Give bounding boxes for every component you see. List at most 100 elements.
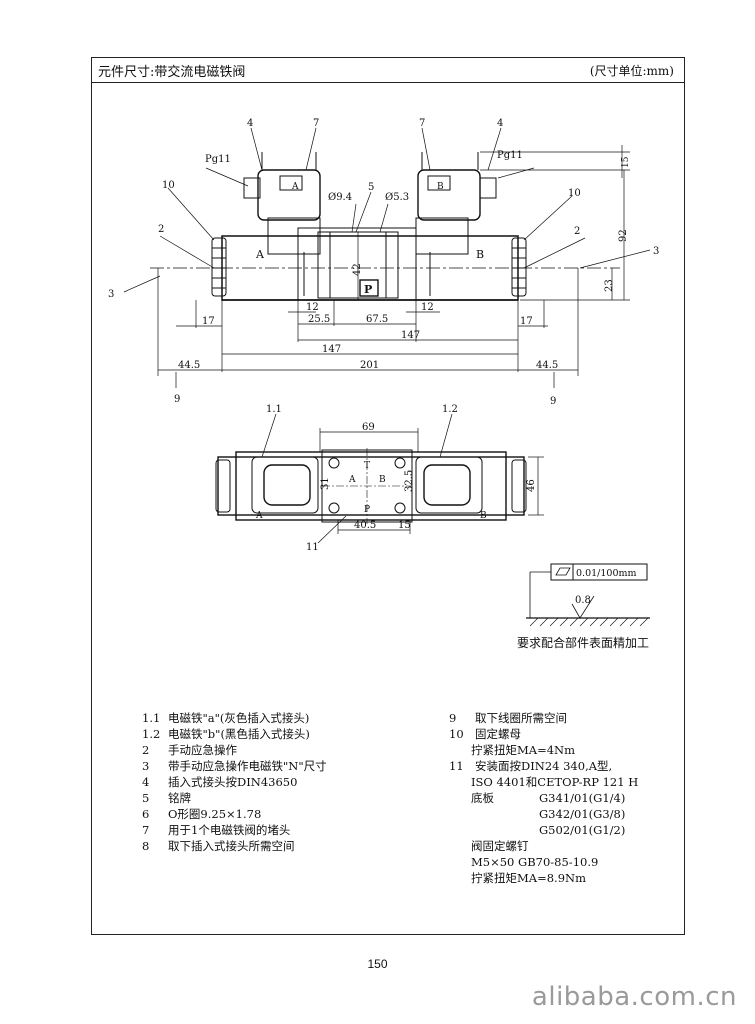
label-plan-a: A: [255, 511, 263, 521]
dim-12-right: 12: [421, 302, 434, 313]
dim-15: 15: [621, 156, 631, 168]
dim-44-5-right: 44.5: [536, 360, 558, 371]
plate-spec: G502/01(G1/2): [539, 823, 626, 837]
legend-num: 9: [449, 711, 457, 725]
label-4-right: 4: [497, 118, 503, 129]
label-7-left: 7: [313, 118, 319, 129]
dim-31: 31: [320, 477, 331, 490]
legend-num: 2: [142, 743, 150, 757]
label-10-right: 10: [568, 188, 581, 199]
dim-44-5-left: 44.5: [178, 360, 200, 371]
label-10-left: 10: [162, 180, 175, 191]
label-1-1: 1.1: [266, 404, 282, 415]
label-port-b-top: B: [476, 248, 484, 261]
dim-67-5: 67.5: [366, 314, 388, 325]
unit-note: (尺寸单位:mm): [589, 64, 674, 78]
screw-torque: 拧紧扭矩MA=8.9Nm: [471, 871, 586, 885]
dim-23: 23: [604, 279, 615, 292]
screw-label: 阀固定螺钉: [471, 839, 529, 853]
legend-item: 8 取下插入式接头所需空间: [142, 838, 327, 854]
dim-92: 92: [618, 229, 629, 242]
legend-text: 取下插入式接头所需空间: [168, 839, 295, 853]
label-nameplate-p: P: [364, 283, 372, 296]
valve-plan-view: [215, 448, 527, 524]
label-3-right: 3: [653, 246, 659, 257]
dim-17-right: 17: [520, 316, 533, 327]
legend-num: 3: [142, 759, 150, 773]
label-port-t: T: [364, 461, 370, 471]
label-port-a: A: [348, 475, 356, 485]
legend-text: 电磁铁"a"(灰色插入式接头): [168, 711, 310, 725]
legend-num: 5: [142, 791, 150, 805]
label-9-left: 9: [174, 394, 180, 405]
watermark: alibaba.com.cn: [531, 982, 737, 1012]
drawing-frame: 元件尺寸:带交流电磁铁阀 (尺寸单位:mm): [91, 57, 685, 935]
legend-item-10: 10 固定螺母: [449, 726, 638, 742]
legend-text: 固定螺母: [475, 727, 521, 741]
dim-147-lower: 147: [322, 344, 341, 355]
plate-label: 底板: [471, 791, 494, 805]
legend-item: 2 手动应急操作: [142, 742, 327, 758]
plate-spec: G342/01(G3/8): [539, 807, 626, 821]
label-4-left: 4: [247, 118, 253, 129]
legend-item: 5 铭牌: [142, 790, 327, 806]
screw-spec: M5×50 GB70-85-10.9: [471, 855, 599, 869]
label-7-right: 7: [419, 118, 425, 129]
legend-item-10-torque: 拧紧扭矩MA=4Nm: [471, 743, 575, 757]
label-9-right: 9: [550, 396, 556, 407]
dim-40-5: 40.5: [354, 520, 376, 531]
page-title: 元件尺寸:带交流电磁铁阀: [98, 65, 246, 80]
label-dia94: Ø9.4: [328, 192, 352, 203]
legend-item-11: 11 安装面按DIN24 340,A型,: [449, 758, 638, 774]
legend-num: 8: [142, 839, 150, 853]
dim-69: 69: [362, 422, 375, 433]
dim-12-left: 12: [306, 302, 319, 313]
surface-note: 要求配合部件表面精加工: [517, 636, 650, 650]
dim-42: 42: [352, 263, 363, 276]
dim-147-upper: 147: [401, 330, 420, 341]
legend-text: 插入式接头按DIN43650: [168, 775, 298, 789]
label-1-2: 1.2: [442, 404, 458, 415]
legend-text: 安装面按DIN24 340,A型,: [475, 759, 613, 773]
dim-32-5: 32.5: [404, 470, 415, 492]
label-dia53: Ø5.3: [385, 192, 409, 203]
label-port-p: P: [364, 505, 370, 515]
legend-item: 1.2 电磁铁"b"(黑色插入式接头): [142, 726, 327, 742]
label-pg11-right: Pg11: [497, 150, 523, 161]
label-port-a-top: A: [255, 248, 265, 261]
plan-view-leaders: [261, 413, 544, 544]
label-2-right: 2: [574, 226, 580, 237]
legend-item-9: 9 取下线圈所需空间: [449, 710, 638, 726]
label-3-left: 3: [108, 289, 114, 300]
drawing-labels: 4 7 7 4 Pg11 Pg11 10 10 2 2 3 3 5 Ø9.4 Ø…: [108, 118, 659, 606]
label-port-b: B: [379, 475, 386, 485]
legend-text: 手动应急操作: [168, 743, 237, 757]
legend-num: 6: [142, 807, 150, 821]
dim-17-left: 17: [202, 316, 215, 327]
flatness-value: 0.01/100mm: [576, 568, 637, 579]
legend-num: 1.2: [142, 727, 161, 741]
legend-num: 10: [449, 727, 464, 741]
dim-15-plan: 15: [398, 520, 411, 531]
roughness-value: 0.8: [575, 595, 591, 606]
legend-text: 用于1个电磁铁阀的堵头: [168, 823, 291, 837]
label-2-left: 2: [158, 224, 164, 235]
legend-num: 4: [142, 775, 150, 789]
surface-spec: [526, 563, 650, 627]
dim-201: 201: [360, 360, 379, 371]
legend-text: 电磁铁"b"(黑色插入式接头): [168, 727, 310, 741]
legend-text: 取下线圈所需空间: [475, 711, 567, 725]
label-11: 11: [306, 542, 319, 553]
page-number: 150: [367, 957, 388, 971]
label-pg11-left: Pg11: [205, 154, 231, 165]
legend-item: 4 插入式接头按DIN43650: [142, 774, 327, 790]
legend-num: 11: [449, 759, 464, 773]
legend-text: 铭牌: [168, 791, 191, 805]
plate-spec: G341/01(G1/4): [539, 791, 626, 805]
